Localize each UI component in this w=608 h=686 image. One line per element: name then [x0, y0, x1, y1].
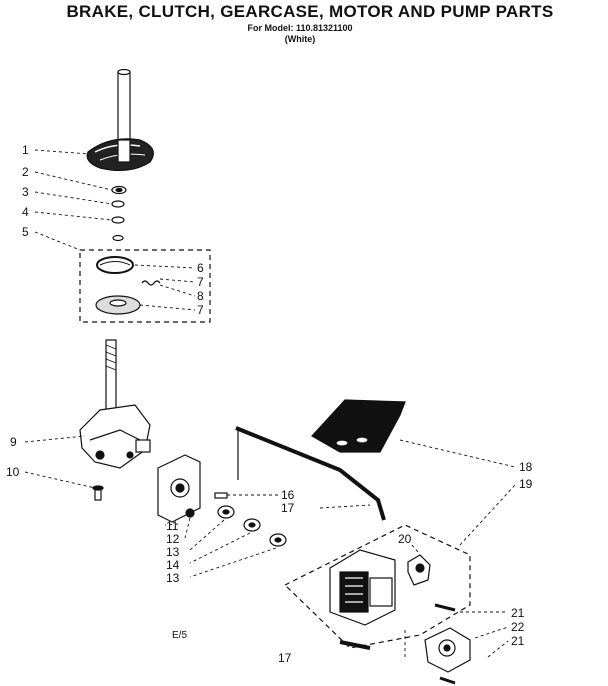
- part-17-motor-cable: [235, 426, 386, 521]
- callout-label: 13: [166, 571, 180, 585]
- part-21-clip-b: [439, 676, 456, 685]
- part-18-motor-gasket: [311, 399, 406, 453]
- callout-label: 21: [511, 606, 525, 620]
- callout-label: 4: [22, 205, 29, 219]
- callout-label: 3: [22, 185, 29, 199]
- part-7-clutch-shoe: [95, 295, 141, 315]
- callout-label: 1: [22, 143, 29, 157]
- part-10-screw: [92, 485, 104, 501]
- callout-label: 6: [197, 261, 204, 275]
- part-14-pulley: [243, 518, 261, 532]
- part-12-bushing: [185, 508, 195, 518]
- part-3-washer: [111, 200, 125, 208]
- part-20-motor-switch: [407, 554, 431, 586]
- part-22-pump: [424, 627, 471, 673]
- callout-label: 7: [197, 303, 204, 317]
- callout-label: 8: [197, 289, 204, 303]
- part-9-gearcase: [79, 339, 151, 469]
- callout-label: 17: [278, 651, 292, 665]
- part-1-brake-assembly: [86, 68, 154, 172]
- motor-group-box: [283, 524, 471, 649]
- page-code: E/5: [172, 630, 187, 641]
- callout-label: 10: [6, 465, 20, 479]
- callout-label: 19: [519, 477, 533, 491]
- part-17-motor-strap: [339, 640, 371, 650]
- pump-cover-plate: [157, 454, 201, 523]
- leader-lines: [24, 149, 516, 660]
- part-8-spring: [141, 280, 161, 286]
- callout-label: 12: [166, 532, 180, 546]
- callout-label: 9: [10, 435, 17, 449]
- callout-label: 20: [398, 532, 412, 546]
- callout-label: 2: [22, 165, 29, 179]
- callout-label: 18: [519, 460, 533, 474]
- part-6-clutch-spring-ring: [96, 256, 134, 274]
- callout-label: 13: [166, 545, 180, 559]
- part-16-screw: [214, 492, 228, 499]
- callout-label: 14: [166, 558, 180, 572]
- model-number: For Model: 110.81321100: [247, 23, 353, 33]
- callout-label: 11: [166, 519, 179, 533]
- callout-label: 17: [281, 501, 295, 515]
- part-13-pulley: [217, 505, 235, 519]
- part-5-retainer: [112, 234, 124, 242]
- page-title: BRAKE, CLUTCH, GEARCASE, MOTOR AND PUMP …: [66, 2, 554, 21]
- callout-label: 5: [22, 225, 29, 239]
- callout-label: 16: [281, 488, 295, 502]
- callout-label: 7: [197, 275, 204, 289]
- part-4-washer: [111, 216, 125, 224]
- callout-label: 21: [511, 634, 525, 648]
- part-19-motor: [329, 549, 396, 626]
- callout-label: 22: [511, 620, 525, 634]
- callout-labels: 1 2 3 4 5 6 7 8 7 9 10 11 12 13 14 13 16…: [6, 143, 533, 665]
- clutch-group-box: [79, 249, 211, 323]
- part-2-washer: [111, 185, 127, 195]
- model-color: (White): [284, 34, 316, 44]
- part-13-pulley-b: [269, 533, 287, 547]
- part-21-clip: [434, 603, 456, 612]
